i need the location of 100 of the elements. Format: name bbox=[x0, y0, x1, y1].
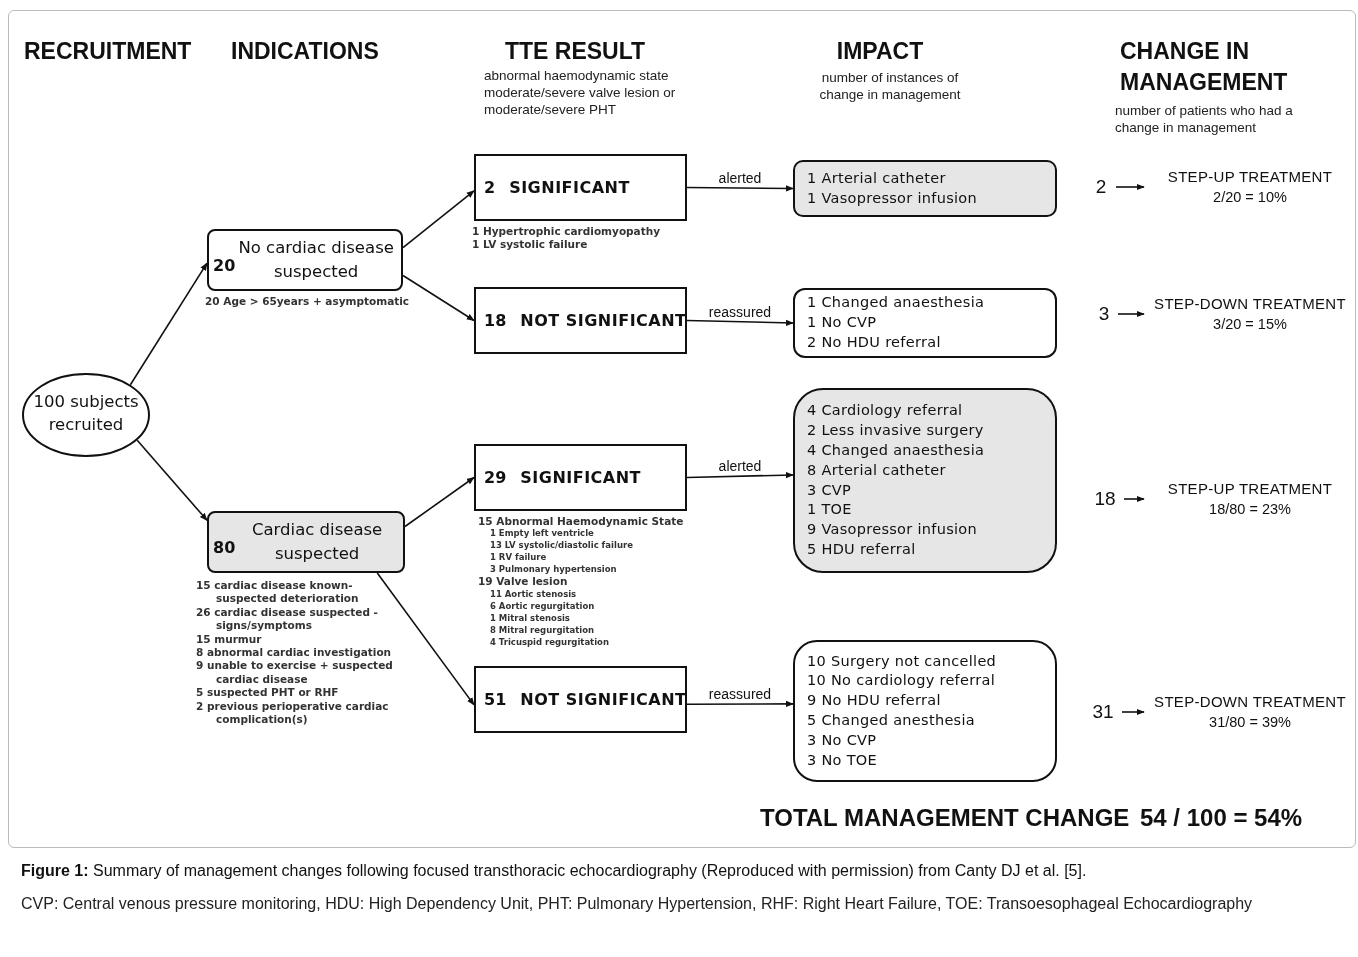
impact-item: 4 Cardiology referral bbox=[807, 401, 964, 421]
impact-item: 1 Arterial catheter bbox=[807, 168, 947, 188]
detail-note: 26 cardiac disease suspected - signs/symptoms bbox=[196, 605, 379, 633]
result-label: NOT SIGNIFICANT bbox=[520, 311, 687, 330]
detail-note: 2 previous perioperative cardiac complication(s) bbox=[196, 699, 390, 727]
edge-label: alerted bbox=[716, 170, 764, 186]
arrow bbox=[404, 476, 475, 528]
column-note: number of patients who had a change in management bbox=[1115, 102, 1294, 136]
column-heading: RECRUITMENT bbox=[24, 37, 192, 66]
arrow bbox=[402, 274, 475, 322]
impact-item: 3 No TOE bbox=[807, 750, 878, 770]
detail-note: 8 abnormal cardiac investigation bbox=[196, 646, 393, 660]
column-heading: IMPACT bbox=[835, 37, 925, 66]
impact-item: 1 No CVP bbox=[807, 313, 878, 333]
arrow bbox=[376, 572, 475, 706]
detail-note: 5 suspected PHT or RHF bbox=[196, 686, 340, 700]
impact-item: 5 HDU referral bbox=[807, 539, 917, 559]
treatment-ratio: 18/80 = 23% bbox=[1208, 500, 1292, 519]
result-label: SIGNIFICANT bbox=[509, 178, 630, 197]
detail-note: 8 Mitral regurgitation bbox=[489, 623, 596, 636]
impact-box bbox=[793, 640, 1057, 782]
edge-label: reassured bbox=[706, 303, 774, 320]
impact-item: 10 Surgery not cancelled bbox=[807, 651, 998, 671]
impact-item: 9 No HDU referral bbox=[807, 691, 942, 711]
column-heading: TTE RESULT bbox=[503, 37, 647, 66]
treatment-ratio: 2/20 = 10% bbox=[1212, 188, 1288, 207]
node-text: 100 subjects recruited bbox=[32, 391, 140, 436]
total-value: 54 / 100 = 54% bbox=[1140, 804, 1303, 832]
patient-count: 20 bbox=[213, 255, 236, 275]
detail-note: 1 Mitral stenosis bbox=[489, 611, 571, 624]
treatment-ratio: 31/80 = 39% bbox=[1208, 713, 1292, 732]
detail-note: 13 LV systolic/diastolic failure bbox=[489, 539, 634, 552]
detail-note: 15 Abnormal Haemodynamic State bbox=[478, 515, 685, 528]
patient-count: 3 bbox=[1097, 302, 1111, 326]
detail-note: 1 Hypertrophic cardiomyopathy bbox=[472, 225, 662, 238]
impact-item: 8 Arterial catheter bbox=[807, 460, 947, 480]
impact-item: 1 TOE bbox=[807, 500, 853, 520]
detail-note: 3 Pulmonary hypertension bbox=[489, 563, 618, 576]
detail-note: 9 unable to exercise + suspected cardiac disease bbox=[196, 659, 394, 687]
detail-note: 15 cardiac disease known- suspected deterioration bbox=[196, 579, 360, 606]
indication-box bbox=[207, 229, 403, 291]
detail-note: 20 Age > 65years + asymptomatic bbox=[205, 295, 411, 308]
detail-note: 19 Valve lesion bbox=[478, 575, 569, 588]
arrow bbox=[1115, 183, 1145, 191]
detail-note: 11 Aortic stenosis bbox=[489, 587, 578, 600]
detail-note: 1 Empty left ventricle bbox=[489, 527, 595, 540]
arrow bbox=[129, 262, 208, 386]
detail-note: 6 Aortic regurgitation bbox=[489, 599, 596, 612]
treatment-label: STEP-DOWN TREATMENT bbox=[1153, 692, 1347, 712]
result-count: 51 bbox=[484, 690, 507, 709]
impact-item: 3 No CVP bbox=[807, 730, 878, 750]
indication-label: No cardiac disease suspected bbox=[237, 237, 395, 283]
result-count: 2 bbox=[484, 178, 496, 197]
column-note: abnormal haemodynamic state moderate/severe valve lesion or moderate/severe PHT bbox=[484, 67, 677, 118]
impact-item: 1 Changed anaesthesia bbox=[807, 293, 986, 313]
column-heading: INDICATIONS bbox=[231, 37, 379, 66]
patient-count: 18 bbox=[1093, 487, 1117, 511]
impact-item: 3 CVP bbox=[807, 480, 853, 500]
arrow bbox=[686, 319, 794, 327]
result-box bbox=[474, 154, 687, 221]
column-heading: CHANGE IN MANAGEMENT bbox=[1120, 37, 1289, 97]
impact-item: 1 Vasopressor infusion bbox=[807, 188, 978, 208]
result-box bbox=[474, 666, 687, 733]
arrow bbox=[1123, 495, 1145, 503]
patient-count: 31 bbox=[1091, 700, 1115, 724]
impact-box bbox=[793, 288, 1057, 358]
arrow bbox=[1117, 310, 1145, 318]
treatment-label: STEP-DOWN TREATMENT bbox=[1153, 294, 1347, 314]
impact-box bbox=[793, 388, 1057, 573]
detail-note: 15 murmur bbox=[196, 632, 263, 647]
result-label: SIGNIFICANT bbox=[520, 468, 642, 487]
arrow bbox=[686, 700, 794, 708]
arrow bbox=[402, 190, 475, 249]
treatment-ratio: 3/20 = 15% bbox=[1212, 315, 1288, 334]
abbreviation-note: CVP: Central venous pressure monitoring, HDU: High Dependency Unit, PHT: Pulmonary Hypertension, RHF: Right Heart Failure, TOE: Transoesophageal Echocardiography bbox=[21, 894, 1254, 913]
impact-item: 10 No cardiology referral bbox=[807, 671, 997, 691]
impact-box bbox=[793, 160, 1057, 217]
indication-label: Cardiac disease suspected bbox=[251, 519, 384, 565]
result-count: 18 bbox=[484, 311, 507, 330]
impact-item: 9 Vasopressor infusion bbox=[807, 520, 978, 540]
arrow bbox=[136, 439, 208, 522]
indication-box bbox=[207, 511, 405, 573]
treatment-label: STEP-UP TREATMENT bbox=[1166, 167, 1334, 187]
detail-note: 1 LV systolic failure bbox=[472, 238, 589, 251]
detail-note: 1 RV failure bbox=[489, 551, 548, 564]
result-box bbox=[474, 287, 687, 354]
result-count: 29 bbox=[484, 468, 507, 487]
result-label: NOT SIGNIFICANT bbox=[520, 690, 687, 709]
start-ellipse bbox=[22, 373, 150, 457]
detail-note: 4 Tricuspid regurgitation bbox=[489, 635, 610, 649]
impact-item: 4 Changed anaesthesia bbox=[807, 440, 986, 460]
figure-caption: Figure 1: Summary of management changes following focused transthoracic echocardiography (Reproduced with permission) from Canty DJ et al. [5]. bbox=[21, 862, 1087, 880]
arrow bbox=[1121, 708, 1145, 716]
impact-item: 2 Less invasive surgery bbox=[807, 421, 985, 441]
column-note: number of instances of change in management bbox=[818, 69, 962, 103]
total-label: TOTAL MANAGEMENT CHANGE bbox=[760, 804, 1130, 832]
impact-item: 5 Changed anesthesia bbox=[807, 711, 976, 730]
impact-item: 2 No HDU referral bbox=[807, 332, 942, 352]
patient-count: 2 bbox=[1094, 175, 1108, 199]
result-box bbox=[474, 444, 687, 511]
